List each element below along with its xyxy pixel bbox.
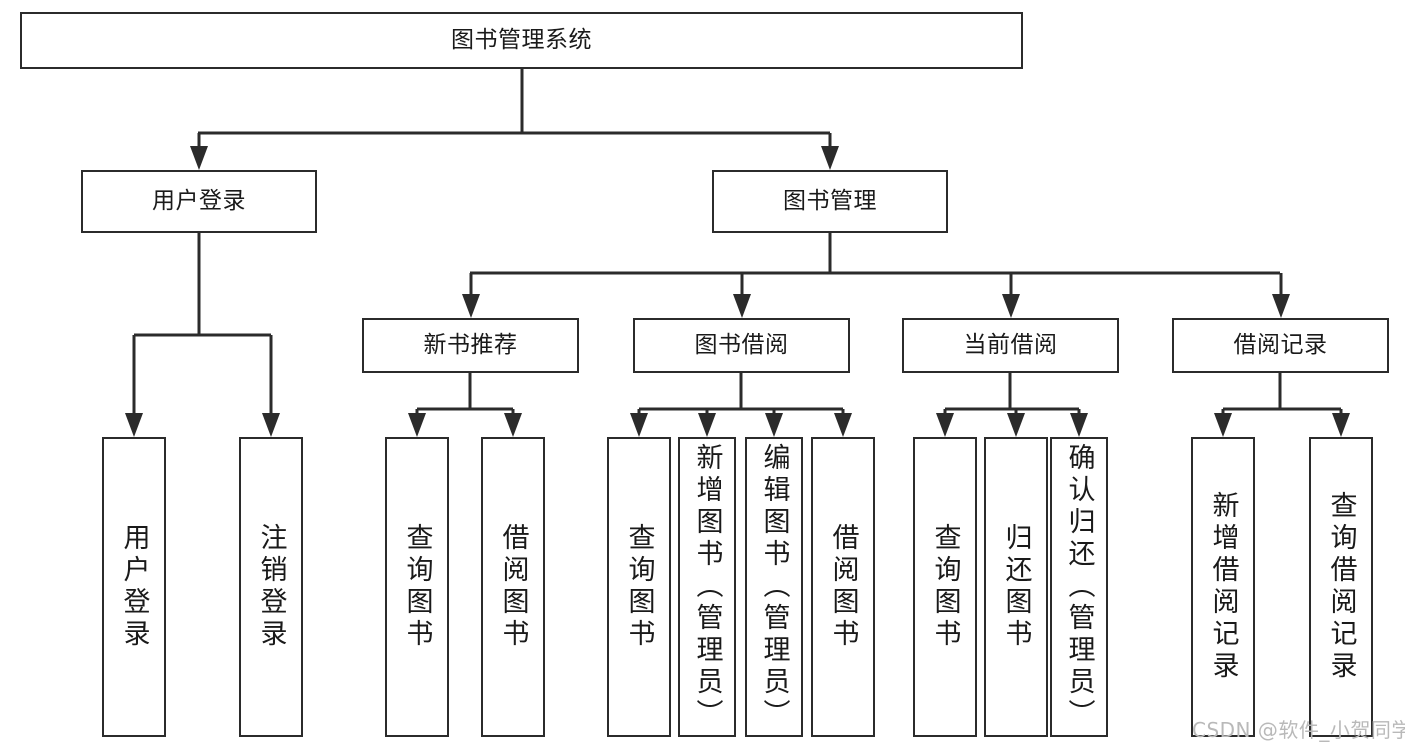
node-root[interactable]: 图书管理系统	[20, 12, 1023, 69]
node-label: 借阅图书	[827, 523, 859, 651]
arrow-head-icon-leaf_query1	[408, 413, 426, 437]
node-label: 查询图书	[623, 523, 655, 651]
node-leaf_confirm[interactable]: 确认归还（管理员）	[1050, 437, 1108, 737]
node-leaf_add_rec[interactable]: 新增借阅记录	[1191, 437, 1255, 737]
node-label: 当前借阅	[963, 331, 1058, 358]
node-label: 借阅图书	[497, 523, 529, 651]
node-leaf_return[interactable]: 归还图书	[984, 437, 1048, 737]
node-new_book_rec[interactable]: 新书推荐	[362, 318, 579, 373]
node-label: 新书推荐	[423, 331, 518, 358]
arrow-head-icon-new_book_rec	[462, 294, 480, 318]
arrow-head-icon-leaf_logout	[262, 413, 280, 437]
arrow-head-icon-leaf_confirm	[1070, 413, 1088, 437]
node-label: 编辑图书（管理员）	[758, 443, 790, 731]
arrow-head-icon-user_login	[190, 146, 208, 170]
node-leaf_login[interactable]: 用户登录	[102, 437, 166, 737]
node-label: 图书借阅	[694, 331, 789, 358]
node-leaf_query3[interactable]: 查询图书	[913, 437, 977, 737]
node-leaf_logout[interactable]: 注销登录	[239, 437, 303, 737]
node-label: 注销登录	[255, 523, 287, 651]
node-label: 归还图书	[1000, 523, 1032, 651]
arrow-head-icon-book_borrow	[733, 294, 751, 318]
arrow-head-icon-leaf_return	[1007, 413, 1025, 437]
node-current_borrow[interactable]: 当前借阅	[902, 318, 1119, 373]
node-label: 借阅记录	[1233, 331, 1328, 358]
node-leaf_edit_book[interactable]: 编辑图书（管理员）	[745, 437, 803, 737]
arrow-head-icon-borrow_record	[1272, 294, 1290, 318]
node-book_manage[interactable]: 图书管理	[712, 170, 948, 233]
node-leaf_borrow1[interactable]: 借阅图书	[481, 437, 545, 737]
node-borrow_record[interactable]: 借阅记录	[1172, 318, 1389, 373]
node-leaf_query1[interactable]: 查询图书	[385, 437, 449, 737]
node-label: 用户登录	[118, 523, 150, 651]
node-book_borrow[interactable]: 图书借阅	[633, 318, 850, 373]
node-leaf_query_rec[interactable]: 查询借阅记录	[1309, 437, 1373, 737]
node-label: 查询图书	[401, 523, 433, 651]
node-label: 新增图书（管理员）	[691, 443, 723, 731]
watermark-label: CSDN @软件_小贺同学	[1192, 718, 1405, 742]
node-label: 查询图书	[929, 523, 961, 651]
node-label: 图书管理	[783, 187, 877, 214]
arrow-head-icon-book_manage	[821, 146, 839, 170]
node-label: 确认归还（管理员）	[1063, 443, 1095, 731]
arrow-head-icon-leaf_query2	[630, 413, 648, 437]
node-user_login[interactable]: 用户登录	[81, 170, 317, 233]
node-leaf_add_book[interactable]: 新增图书（管理员）	[678, 437, 736, 737]
arrow-head-icon-leaf_query_rec	[1332, 413, 1350, 437]
node-label: 新增借阅记录	[1207, 491, 1239, 683]
arrow-head-icon-leaf_query3	[936, 413, 954, 437]
arrow-head-icon-leaf_login	[125, 413, 143, 437]
node-leaf_borrow2[interactable]: 借阅图书	[811, 437, 875, 737]
arrow-head-icon-leaf_borrow1	[504, 413, 522, 437]
arrow-head-icon-leaf_add_rec	[1214, 413, 1232, 437]
arrow-head-icon-current_borrow	[1002, 294, 1020, 318]
arrow-head-icon-leaf_add_book	[698, 413, 716, 437]
arrow-head-icon-leaf_borrow2	[834, 413, 852, 437]
node-leaf_query2[interactable]: 查询图书	[607, 437, 671, 737]
arrow-head-icon-leaf_edit_book	[765, 413, 783, 437]
node-label: 图书管理系统	[451, 26, 592, 53]
node-label: 用户登录	[152, 187, 246, 214]
node-label: 查询借阅记录	[1325, 491, 1357, 683]
